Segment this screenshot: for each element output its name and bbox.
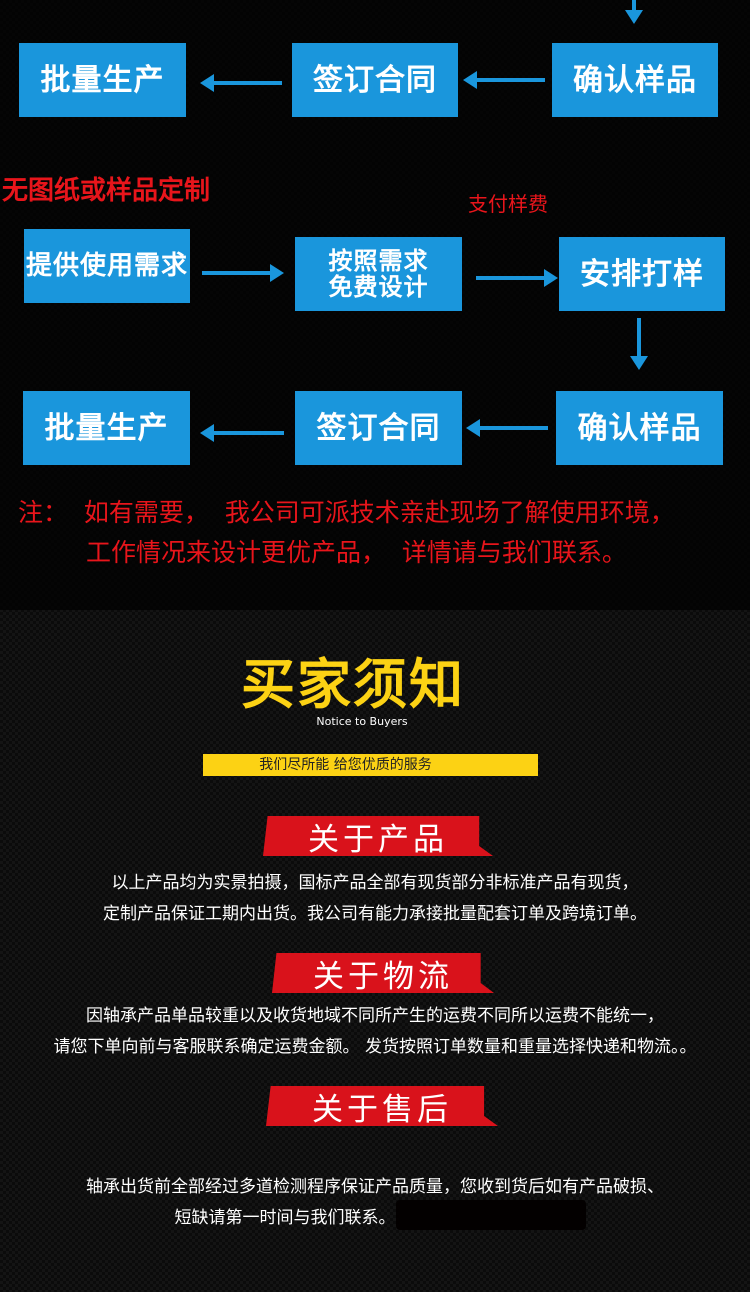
pay-sample-fee-label: 支付样费: [468, 192, 548, 216]
step-confirm-sample: 确认样品: [552, 43, 718, 117]
down-arrow-icon: [625, 0, 643, 24]
step-free-design-line1: 按照需求: [328, 246, 429, 275]
section-title-logistics: 关于物流: [272, 953, 494, 993]
right-arrow-icon: [476, 269, 558, 287]
product-line-2: 定制产品保证工期内出货。我公司有能力承接批量配套订单及跨境订单。: [103, 904, 647, 924]
step-free-design: 按照需求 免费设计: [295, 237, 462, 311]
left-arrow-icon: [200, 424, 284, 442]
product-line-1: 以上产品均为实景拍摄，国标产品全部有现货部分非标准产品有现货，: [111, 873, 639, 893]
slogan-text: 我们尽所能 给您优质的服务: [259, 757, 432, 773]
step-confirm-sample: 确认样品: [556, 391, 723, 465]
logistics-line-1: 因轴承产品单品较重以及收货地域不同所产生的运费不同所以运费不能统一，: [86, 1006, 664, 1026]
aftersale-line-1: 轴承出货前全部经过多道检测程序保证产品质量，您收到货后如有产品破损、: [86, 1177, 664, 1197]
section-title-aftersale: 关于售后: [266, 1086, 498, 1126]
down-arrow-icon: [630, 318, 648, 370]
step-provide-requirements: 提供使用需求: [24, 229, 190, 303]
custom-heading: 无图纸或样品定制: [2, 176, 211, 206]
note-line-2: 工作情况来设计更优产品， 详情请与我们联系。: [86, 538, 627, 567]
step-free-design-line2: 免费设计: [328, 273, 429, 301]
notice-title: 买家须知: [241, 653, 465, 716]
slogan-bar: [203, 754, 538, 776]
step-sign-contract: 签订合同: [295, 391, 462, 465]
left-arrow-icon: [466, 419, 548, 437]
step-batch-production: 批量生产: [23, 391, 190, 465]
aftersale-line-2: 短缺请第一时间与我们联系。: [174, 1208, 396, 1228]
left-arrow-icon: [463, 71, 545, 89]
left-arrow-icon: [200, 74, 282, 92]
note-line-1: 注： 如有需要， 我公司可派技术亲赴现场了解使用环境，: [18, 498, 675, 527]
step-batch-production: 批量生产: [19, 43, 186, 117]
notice-subtitle: Notice to Buyers: [316, 715, 408, 728]
section-title-product: 关于产品: [263, 816, 493, 856]
logistics-line-2: 请您下单向前与客服联系确定运费金额。 发货按照订单数量和重量选择快递和物流。。: [53, 1037, 697, 1057]
right-arrow-icon: [202, 264, 284, 282]
redacted-block: [396, 1200, 586, 1230]
step-arrange-sample: 安排打样: [559, 237, 725, 311]
step-sign-contract: 签订合同: [292, 43, 458, 117]
